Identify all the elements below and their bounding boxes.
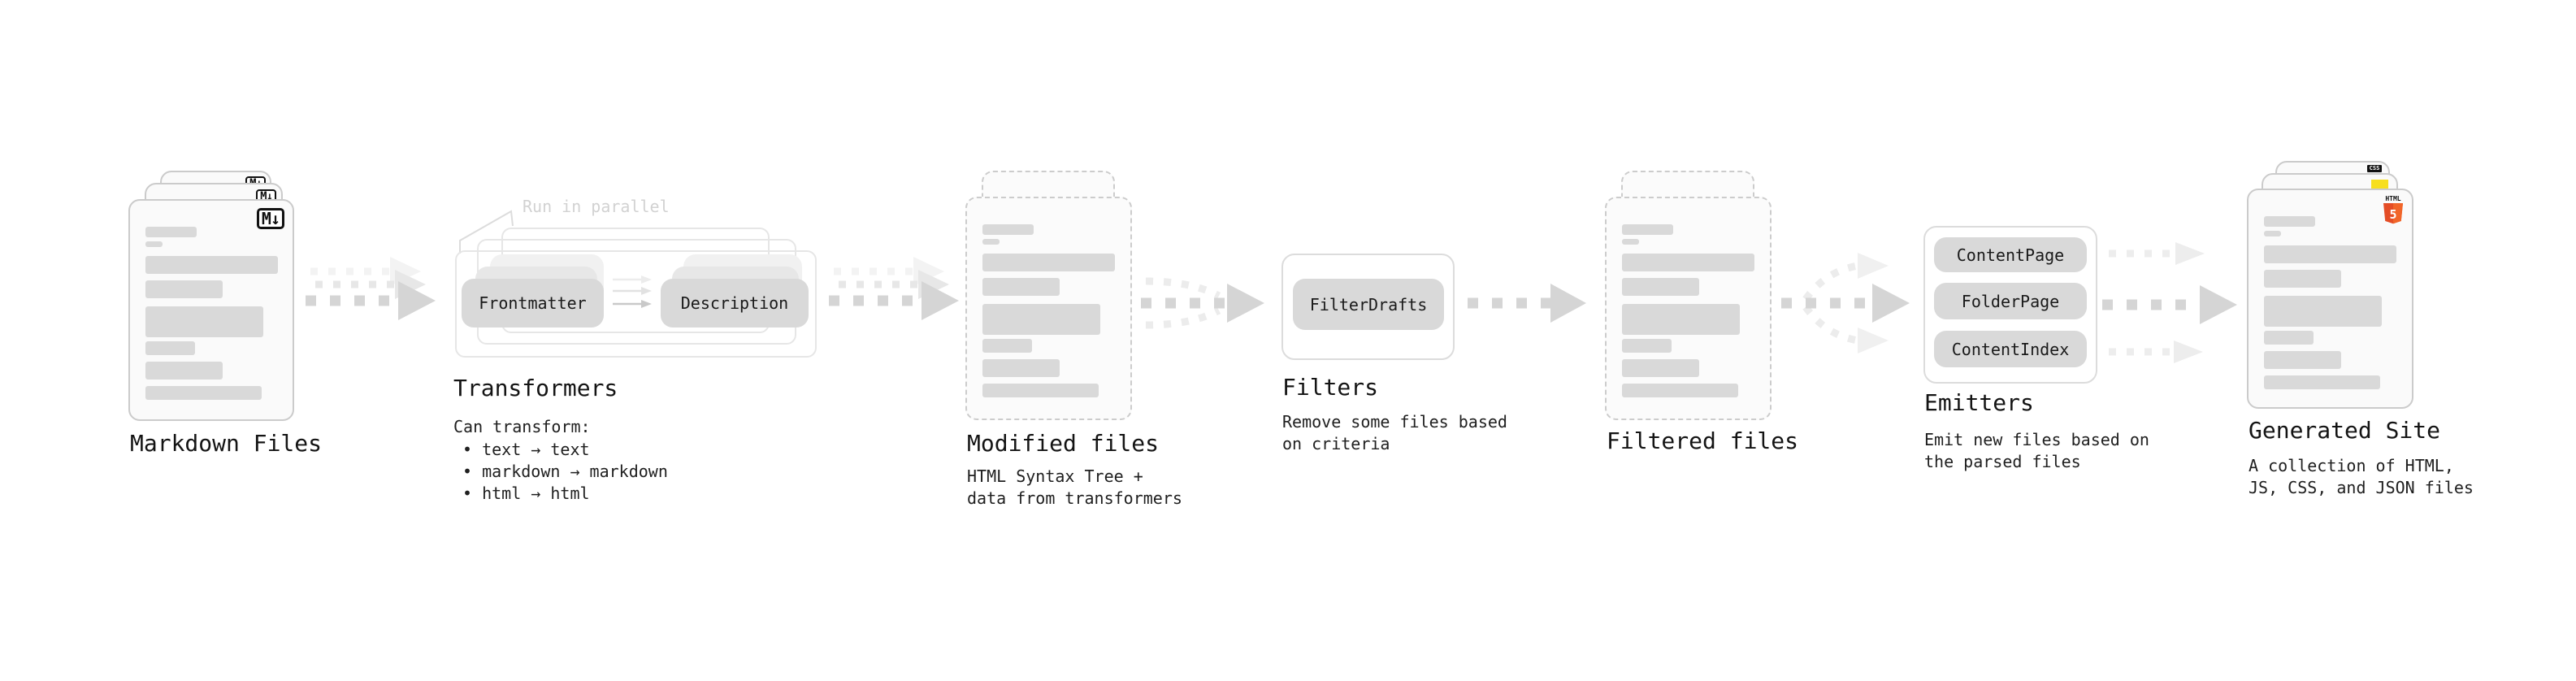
- file-card-front: HTML 5: [2247, 189, 2413, 409]
- skeleton-line: [982, 339, 1032, 353]
- arrow-transformers-to-modified: [829, 257, 959, 320]
- file-card-front: [965, 197, 1132, 420]
- run-in-parallel-note: Run in parallel: [523, 197, 670, 216]
- stage-title-generated: Generated Site: [2249, 417, 2441, 444]
- skeleton-line: [145, 241, 163, 247]
- transformer-pill-frontmatter: Frontmatter: [462, 279, 604, 327]
- skeleton-line: [1622, 359, 1699, 377]
- transformers-bullet: • text → text: [462, 440, 590, 459]
- arrow-filters-to-filtered: [1468, 284, 1586, 323]
- skeleton-line: [982, 254, 1115, 271]
- stage-title-filters: Filters: [1282, 374, 1379, 401]
- html5-icon: HTML 5: [2383, 195, 2403, 224]
- parallel-box-front: [455, 250, 817, 358]
- arrow-modified-to-filters: [1141, 277, 1264, 329]
- skeleton-line: [982, 278, 1060, 296]
- transformer-pill-description: Description: [661, 279, 809, 327]
- skeleton-line: [2264, 331, 2314, 345]
- css-icon-label: CSS: [2367, 165, 2382, 172]
- skeleton-line: [982, 384, 1099, 397]
- stage-title-modified: Modified files: [967, 430, 1160, 457]
- skeleton-line: [982, 239, 1000, 245]
- arrow-filtered-to-emitters: [1781, 253, 1910, 354]
- svg-text:HTML: HTML: [2385, 195, 2400, 202]
- stage-markdown-files: M↓ M↓ M↓ Markdown Files: [128, 161, 340, 478]
- skeleton-line: [145, 280, 223, 298]
- stage-modified-files: Modified files HTML Syntax Tree + data f…: [965, 167, 1209, 508]
- skeleton-line: [2264, 231, 2281, 236]
- transformers-bullet: • markdown → markdown: [462, 462, 668, 481]
- arrow-markdown-to-transformers: [306, 257, 436, 320]
- emitter-pill-contentindex: ContentIndex: [1934, 331, 2087, 367]
- skeleton-line: [2264, 351, 2341, 369]
- skeleton-line: [1622, 224, 1673, 235]
- modified-subtitle-line: HTML Syntax Tree +: [967, 466, 1143, 486]
- skeleton-line: [2264, 216, 2315, 227]
- stage-filters: FilterDrafts Filters Remove some files b…: [1281, 254, 1525, 481]
- js-icon: [2371, 180, 2388, 190]
- skeleton-line: [1622, 339, 1672, 353]
- generated-subtitle-line: JS, CSS, and JSON files: [2249, 478, 2474, 497]
- stage-generated-site: CSS HTML 5 Generated Site A collection o…: [2247, 154, 2491, 497]
- filters-subtitle-line: Remove some files based: [1282, 412, 1507, 432]
- emitters-subtitle-line: the parsed files: [1924, 452, 2081, 471]
- stage-title-transformers: Transformers: [453, 375, 618, 401]
- skeleton-line: [2264, 296, 2382, 327]
- stage-title-filtered: Filtered files: [1607, 427, 1799, 454]
- parallel-arrows-icon: [613, 275, 652, 308]
- skeleton-line: [1622, 278, 1699, 296]
- skeleton-line: [2264, 245, 2396, 263]
- callout-line-icon: [459, 210, 514, 254]
- stage-emitters: ContentPage FolderPage ContentIndex Emit…: [1923, 226, 2167, 486]
- skeleton-line: [145, 386, 262, 400]
- skeleton-line: [982, 304, 1100, 335]
- skeleton-line: [982, 359, 1060, 377]
- skeleton-line: [145, 341, 195, 355]
- stage-title-markdown: Markdown Files: [130, 430, 323, 457]
- file-card-front: [1605, 197, 1772, 420]
- skeleton-line: [2264, 375, 2380, 389]
- stage-filtered-files: Filtered files: [1605, 167, 1849, 508]
- skeleton-line: [982, 224, 1034, 235]
- svg-text:5: 5: [2389, 207, 2396, 222]
- transformers-bullet: • html → html: [462, 484, 590, 503]
- filter-pill-filterdrafts: FilterDrafts: [1293, 279, 1444, 330]
- skeleton-line: [145, 362, 223, 380]
- skeleton-line: [145, 306, 263, 337]
- skeleton-line: [1622, 304, 1740, 335]
- skeleton-line: [1622, 384, 1738, 397]
- skeleton-line: [145, 227, 197, 237]
- emitter-pill-contentpage: ContentPage: [1934, 237, 2087, 272]
- markdown-icon: M↓: [256, 208, 284, 229]
- skeleton-line: [145, 256, 278, 274]
- modified-subtitle-line: data from transformers: [967, 488, 1182, 508]
- stage-transformers: Run in parallel Frontmatter Description …: [451, 185, 825, 510]
- skeleton-line: [2264, 270, 2341, 288]
- stage-title-emitters: Emitters: [1924, 389, 2034, 416]
- transformers-desc-heading: Can transform:: [453, 417, 591, 436]
- skeleton-line: [1622, 239, 1639, 245]
- arrow-emitters-to-generated: [2102, 242, 2237, 363]
- generated-subtitle-line: A collection of HTML,: [2249, 456, 2454, 475]
- emitters-subtitle-line: Emit new files based on: [1924, 430, 2149, 449]
- skeleton-line: [1622, 254, 1754, 271]
- emitter-pill-folderpage: FolderPage: [1934, 283, 2087, 319]
- filters-subtitle-line: on criteria: [1282, 434, 1390, 453]
- file-card-front: M↓: [128, 199, 294, 421]
